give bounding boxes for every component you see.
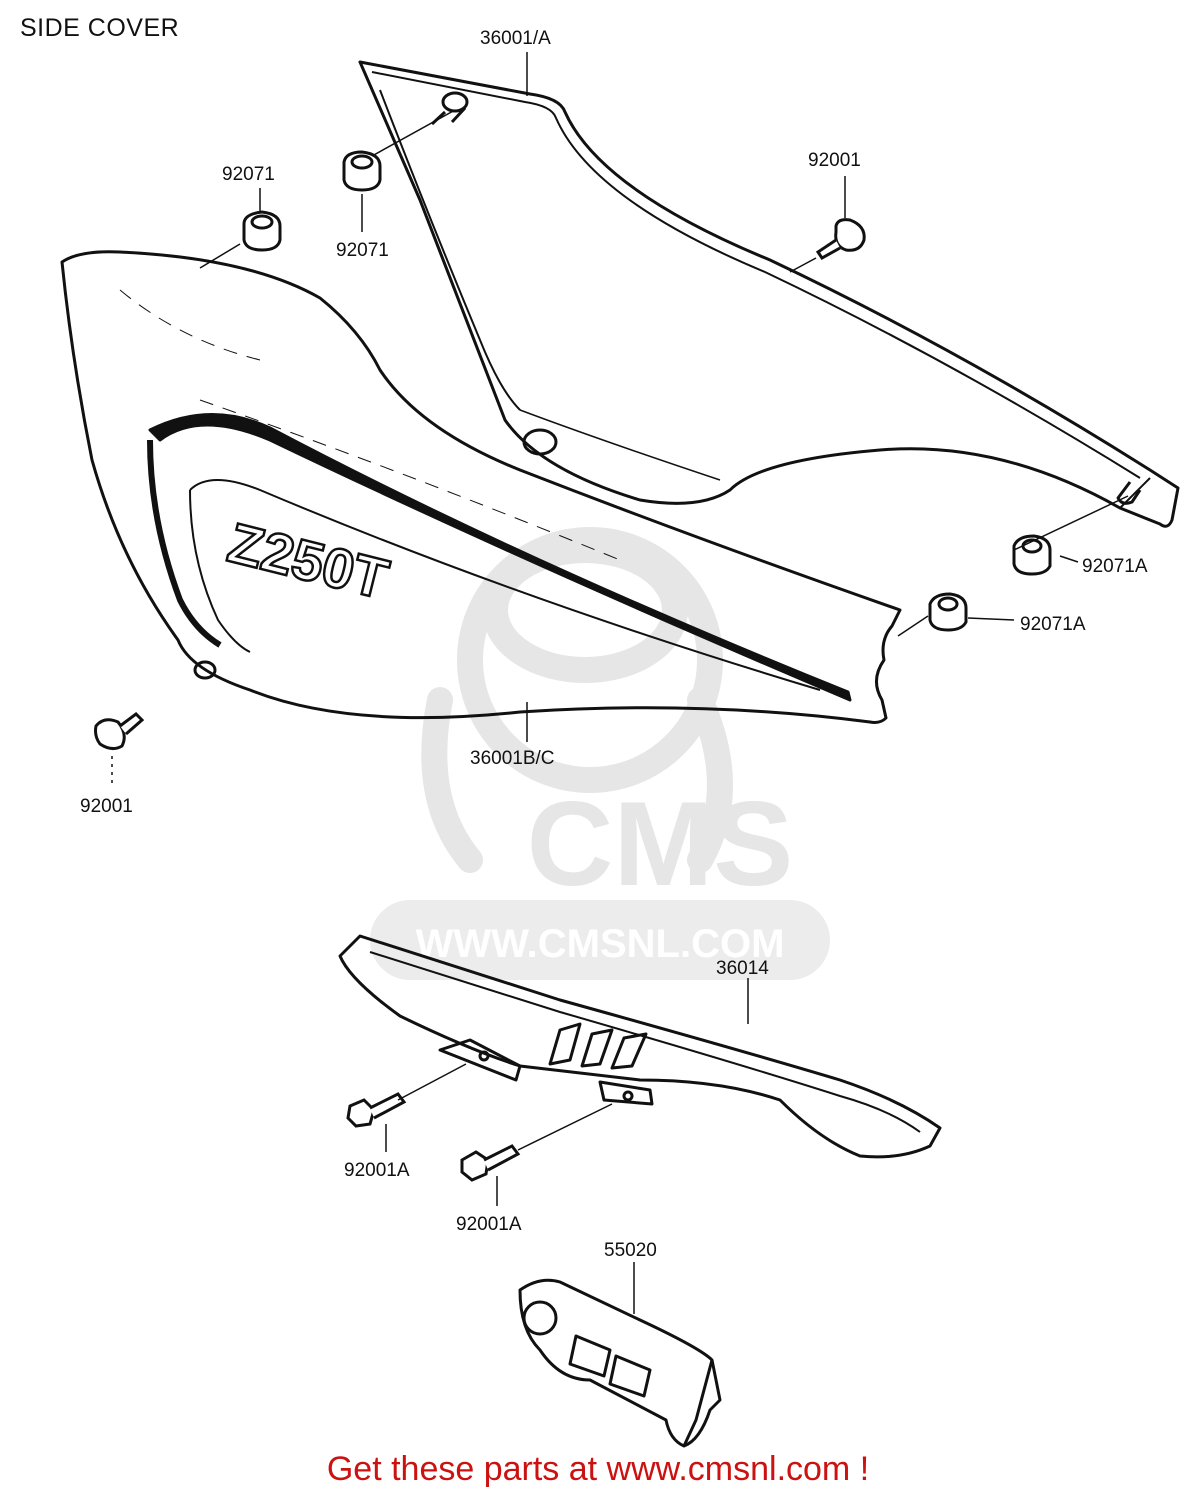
- grommet-92071A-right-mid-shape: [928, 592, 968, 632]
- footer-promo[interactable]: Get these parts at www.cmsnl.com !: [0, 1450, 1196, 1489]
- screw-92001-top-shape: [815, 218, 866, 260]
- part-label-92001-left: 92001: [80, 796, 133, 817]
- watermark-mascot: [421, 527, 733, 873]
- watermark-logo: CMS: [527, 777, 794, 911]
- part-label-55020: 55020: [604, 1240, 657, 1261]
- grommet-92071-top-shape: [242, 210, 282, 252]
- decal-text: Z250T: [222, 511, 394, 611]
- part-label-92071-mid: 92071: [336, 240, 389, 261]
- watermark: CMS WWW.CMSNL.COM: [370, 527, 830, 980]
- grommet-92071-mid-shape: [342, 150, 382, 192]
- leader-lines: [111, 52, 1129, 1314]
- part-label-92001-top: 92001: [808, 150, 861, 171]
- part-label-92001A-1: 92001A: [344, 1160, 410, 1181]
- part-label-36001-bc: 36001B/C: [470, 748, 555, 769]
- part-label-36001-a: 36001/A: [480, 28, 551, 49]
- chain-guide-outline: [518, 1278, 722, 1448]
- decor-cover-outline: [60, 250, 902, 724]
- part-label-92071A-right-mid: 92071A: [1020, 614, 1086, 635]
- watermark-bar: [370, 900, 830, 980]
- page-title: SIDE COVER: [20, 14, 180, 42]
- part-label-92001A-2: 92001A: [456, 1214, 522, 1235]
- part-label-92071-top: 92071: [222, 164, 275, 185]
- part-label-36014: 36014: [716, 958, 769, 979]
- footer-link[interactable]: Get these parts at www.cmsnl.com !: [326, 1450, 870, 1488]
- watermark-url: WWW.CMSNL.COM: [416, 922, 785, 966]
- screw-92001-left-shape: [94, 712, 145, 751]
- bolt-92001A-2-shape: [460, 1144, 521, 1182]
- frame-cover-outline: [358, 60, 1180, 528]
- part-label-92071A-right-top: 92071A: [1082, 556, 1148, 577]
- bolt-92001A-1-shape: [346, 1092, 407, 1128]
- chain-case-outline: [338, 934, 942, 1159]
